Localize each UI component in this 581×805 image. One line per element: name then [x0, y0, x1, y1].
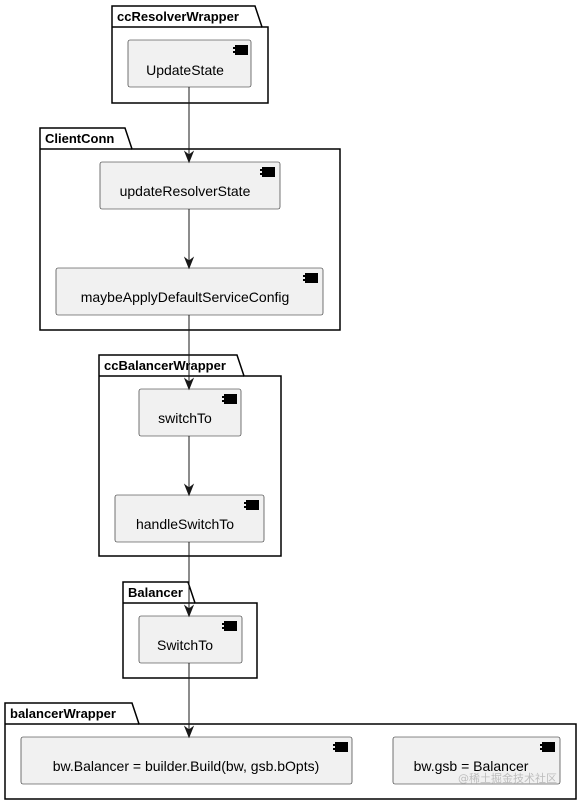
component-builder-build: bw.Balancer = builder.Build(bw, gsb.bOpt…: [20, 736, 353, 785]
component-label: handleSwitchTo: [136, 516, 234, 532]
component-icon: [233, 45, 248, 55]
component-handle-switch-to: handleSwitchTo: [114, 494, 265, 543]
component-label: bw.Balancer = builder.Build(bw, gsb.bOpt…: [53, 758, 320, 774]
component-label: SwitchTo: [157, 637, 213, 653]
component-maybe-apply-default-service-config: maybeApplyDefaultServiceConfig: [55, 267, 324, 316]
component-icon: [260, 167, 275, 177]
component-label: UpdateState: [146, 62, 224, 78]
component-label: maybeApplyDefaultServiceConfig: [81, 289, 290, 305]
package-title: ccBalancerWrapper: [104, 358, 226, 373]
package-title: ClientConn: [45, 131, 114, 146]
watermark-text: @稀土掘金技术社区: [458, 771, 557, 785]
edge-switch-to-to-handle-switch-to: [183, 436, 195, 497]
component-icon: [222, 621, 237, 631]
component-icon: [333, 742, 348, 752]
edge-update-resolver-state-to-maybe-apply: [183, 209, 195, 270]
package-title: balancerWrapper: [10, 706, 116, 721]
component-icon: [540, 742, 555, 752]
component-update-resolver-state: updateResolverState: [99, 161, 281, 210]
package-title: ccResolverWrapper: [117, 9, 239, 24]
component-gsb-assign: bw.gsb = Balancer: [392, 736, 561, 785]
edge-switch-to-upper-to-builder-build: [183, 663, 195, 739]
component-switch-to-lower: switchTo: [138, 388, 242, 437]
component-icon: [244, 500, 259, 510]
component-icon: [303, 273, 318, 283]
component-label: bw.gsb = Balancer: [414, 758, 529, 774]
component-update-state: UpdateState: [127, 39, 252, 88]
component-switch-to-upper: SwitchTo: [138, 615, 243, 664]
edge-maybe-apply-to-switch-to: [183, 315, 195, 391]
edge-update-state-to-update-resolver-state: [183, 87, 195, 164]
component-label: switchTo: [158, 410, 212, 426]
component-icon: [222, 394, 237, 404]
edge-handle-switch-to-to-switch-to-upper: [183, 542, 195, 618]
package-title: Balancer: [128, 585, 183, 600]
component-label: updateResolverState: [120, 183, 251, 199]
